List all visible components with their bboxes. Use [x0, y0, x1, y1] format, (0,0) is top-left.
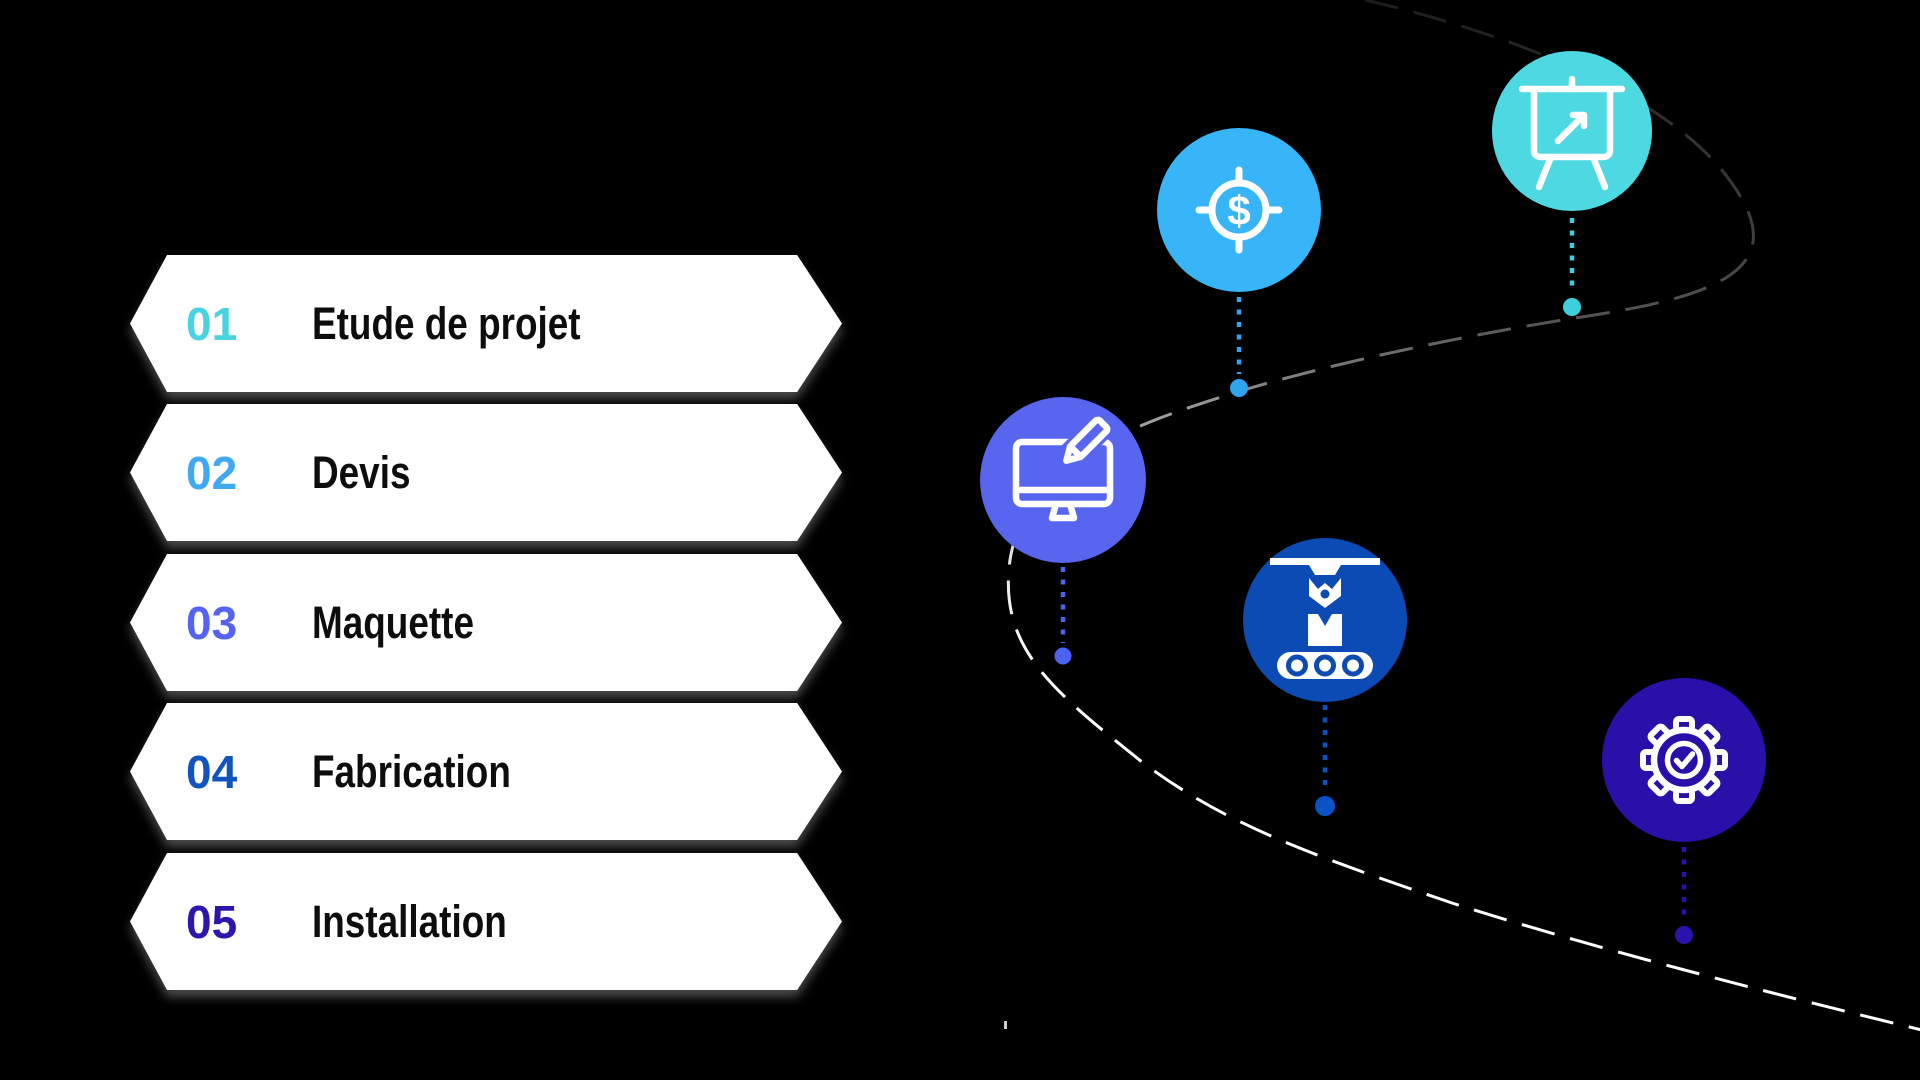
milestone-3 [980, 397, 1146, 665]
step-banner-shape: 04 Fabrication [130, 703, 842, 840]
step-banner-shape: 05 Installation [130, 853, 842, 990]
step-banner-shape: 01 Etude de projet [130, 255, 842, 392]
dollar-target-icon: $ [1195, 166, 1283, 254]
dollar-glyph: $ [1227, 187, 1250, 234]
step-banner-1: 01 Etude de projet [130, 255, 842, 392]
conveyor-manufacturing-icon [1270, 558, 1380, 679]
step-banner-shape: 03 Maquette [130, 554, 842, 691]
route-speck [1004, 1021, 1007, 1029]
step-label: Installation [312, 895, 507, 947]
milestone-1 [1492, 51, 1652, 316]
milestone-dot [1675, 926, 1693, 944]
milestone-2: $ [1157, 128, 1321, 397]
milestone-dot [1315, 796, 1335, 816]
step-label: Etude de projet [312, 297, 581, 349]
milestone-4 [1243, 538, 1407, 816]
gear-check-icon [1640, 716, 1728, 804]
milestone-dot [1563, 298, 1581, 316]
step-number: 02 [186, 446, 238, 499]
step-banner-3: 03 Maquette [130, 554, 842, 691]
step-label: Fabrication [312, 745, 511, 797]
step-label: Maquette [312, 596, 474, 648]
dashed-route-path [1006, 0, 1920, 1032]
step-number: 03 [186, 596, 238, 649]
step-banner-2: 02 Devis [130, 404, 842, 541]
milestone-circle [980, 397, 1146, 563]
milestone-dot [1054, 647, 1072, 665]
step-banner-5: 05 Installation [130, 853, 842, 990]
step-number: 05 [186, 895, 238, 948]
step-banner-4: 04 Fabrication [130, 703, 842, 840]
milestone-circle [1157, 128, 1321, 292]
milestone-dot [1230, 379, 1248, 397]
step-number: 01 [186, 297, 238, 350]
presentation-board-arrow-icon [1518, 75, 1626, 191]
step-label: Devis [312, 446, 411, 498]
step-banner-shape: 02 Devis [130, 404, 842, 541]
step-number: 04 [186, 745, 238, 798]
milestone-5 [1602, 678, 1766, 944]
monitor-edit-icon [1012, 411, 1116, 522]
